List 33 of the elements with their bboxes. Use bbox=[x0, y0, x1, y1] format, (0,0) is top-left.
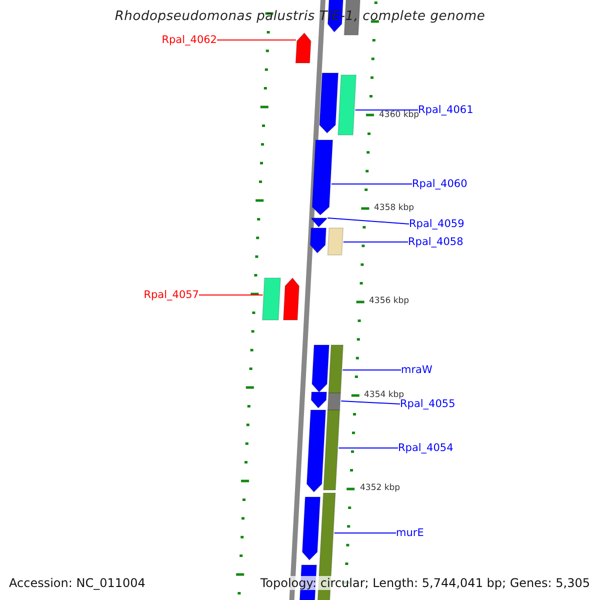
gene-label: Rpal_4061 bbox=[418, 104, 474, 116]
gene-feature bbox=[328, 344, 344, 394]
map-title: Rhodopseudomonas palustris TIE-1, complete genome bbox=[114, 9, 486, 24]
footer-text: Topology: circular; Length: 5,744,041 bp; Genes: 5,305 bbox=[260, 576, 590, 590]
gene-feature bbox=[262, 278, 282, 320]
gene-feature bbox=[295, 32, 312, 64]
scale-label: 4356 kbp bbox=[369, 296, 410, 306]
gene-label: Rpal_4060 bbox=[412, 178, 468, 190]
scale-label: 4360 kbp bbox=[379, 110, 420, 120]
gene-feature bbox=[337, 74, 357, 136]
gene-label: Rpal_4059 bbox=[409, 218, 464, 230]
gene-feature bbox=[327, 392, 342, 410]
leader-line bbox=[198, 294, 264, 296]
gene-feature bbox=[327, 228, 344, 256]
gene-feature bbox=[322, 410, 340, 490]
scale-label: 4354 kbp bbox=[364, 390, 404, 400]
leader-line bbox=[327, 218, 410, 224]
scale-label: 4358 kbp bbox=[374, 203, 414, 213]
leader-line bbox=[340, 400, 400, 404]
gene-label: Rpal_4055 bbox=[400, 398, 456, 410]
gene-feature bbox=[282, 277, 300, 320]
gene-label: murE bbox=[396, 527, 424, 539]
gene-label: Rpal_4054 bbox=[398, 442, 454, 454]
gene-feature bbox=[302, 496, 321, 561]
gene-label: mraW bbox=[401, 364, 432, 376]
gene-feature bbox=[318, 72, 339, 134]
leader-line bbox=[334, 532, 396, 534]
scale-label: 4352 kbp bbox=[360, 483, 400, 493]
gene-label: Rpal_4058 bbox=[408, 236, 464, 248]
gene-label: Rpal_4062 bbox=[162, 34, 217, 46]
gene-label: Rpal_4057 bbox=[144, 289, 199, 301]
gene-feature bbox=[310, 392, 328, 409]
footer-text: Accession: NC_011004 bbox=[9, 576, 146, 590]
